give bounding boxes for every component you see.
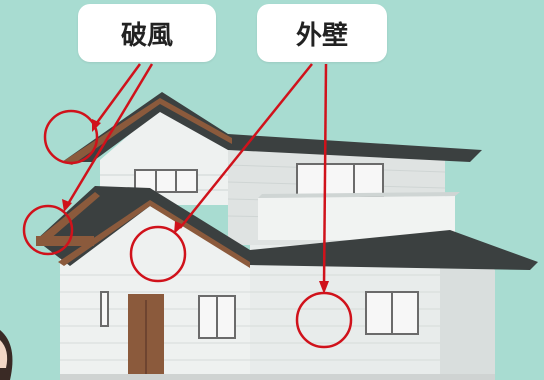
front-door (128, 294, 164, 380)
upper-window-right (296, 163, 384, 197)
arrow-gaiheki-1 (179, 63, 313, 229)
balcony (258, 196, 455, 240)
lower-roof (36, 186, 538, 270)
circle-gaiheki-lower (295, 291, 353, 349)
circle-gaiheki-upper (129, 225, 187, 283)
upper-window-left (134, 169, 198, 193)
arrow-heads (62, 119, 329, 294)
label-hafu: 破風 (78, 4, 216, 62)
annotation-arrows (66, 63, 328, 287)
eave-board (36, 236, 94, 246)
arrow-hafu-1 (94, 63, 142, 125)
corner-figure-highlight (0, 340, 8, 368)
arrow-hafu-2 (66, 63, 154, 205)
upper-roof-fascia (62, 98, 232, 165)
ground-window-center (198, 295, 236, 339)
balcony-top (258, 192, 460, 198)
ground-window-right (365, 291, 419, 335)
arrow-gaiheki-2 (322, 63, 328, 287)
annotation-circles (22, 109, 353, 349)
label-gaiheki: 外壁 (257, 4, 387, 62)
foundation (60, 374, 495, 380)
circle-hafu-lower (22, 204, 74, 256)
circle-hafu-upper (43, 109, 99, 165)
side-wall-shade (440, 260, 495, 380)
upper-roof (62, 92, 482, 162)
small-window-left (100, 291, 109, 327)
